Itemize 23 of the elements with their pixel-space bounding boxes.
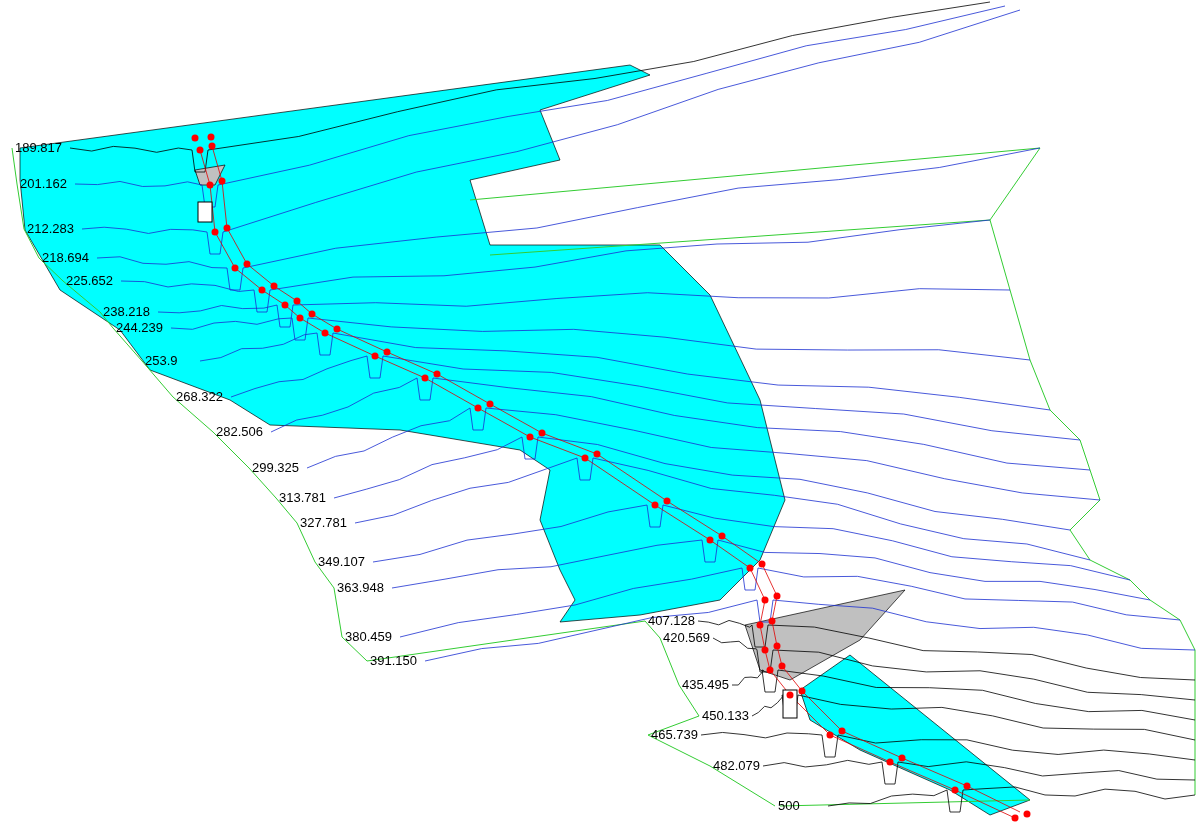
- station-label: 327.781: [300, 516, 347, 530]
- station-label: 313.781: [279, 491, 326, 505]
- station-label: 380.459: [345, 630, 392, 644]
- station-label: 465.739: [651, 728, 698, 742]
- station-label: 349.107: [318, 555, 365, 569]
- station-label: 212.283: [27, 222, 74, 236]
- station-label: 420.569: [663, 631, 710, 645]
- station-label: 244.239: [116, 321, 163, 335]
- station-label: 253.9: [145, 354, 178, 368]
- station-label: 299.325: [252, 461, 299, 475]
- station-label: 282.506: [216, 425, 263, 439]
- station-label: 201.162: [20, 177, 67, 191]
- station-label: 500: [778, 799, 800, 813]
- station-label: 238.218: [103, 305, 150, 319]
- station-label: 391.150: [370, 654, 417, 668]
- station-label: 435.495: [682, 678, 729, 692]
- station-label: 407.128: [648, 614, 695, 628]
- station-label: 450.133: [702, 709, 749, 723]
- station-label: 482.079: [713, 759, 760, 773]
- station-label: 225.652: [66, 274, 113, 288]
- station-label: 218.694: [42, 251, 89, 265]
- station-label: 268.322: [176, 390, 223, 404]
- station-label: 363.948: [337, 581, 384, 595]
